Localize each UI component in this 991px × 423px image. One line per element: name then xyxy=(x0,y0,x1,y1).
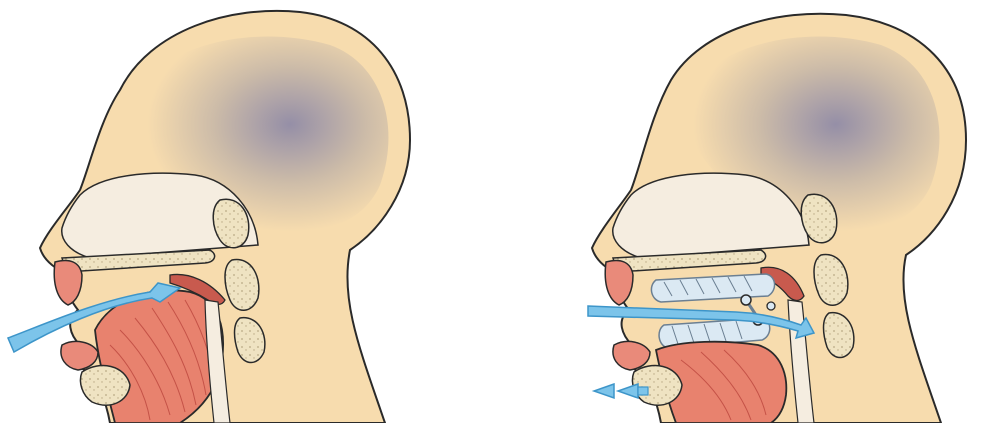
head-cross-section-illustration-left xyxy=(0,0,496,423)
head-cross-section-illustration-right xyxy=(496,0,991,423)
panel-oral-appliance xyxy=(496,0,991,423)
lower-jaw-bone xyxy=(80,366,130,406)
panel-open-airway xyxy=(0,0,496,423)
lower-jaw-bone xyxy=(632,366,682,406)
